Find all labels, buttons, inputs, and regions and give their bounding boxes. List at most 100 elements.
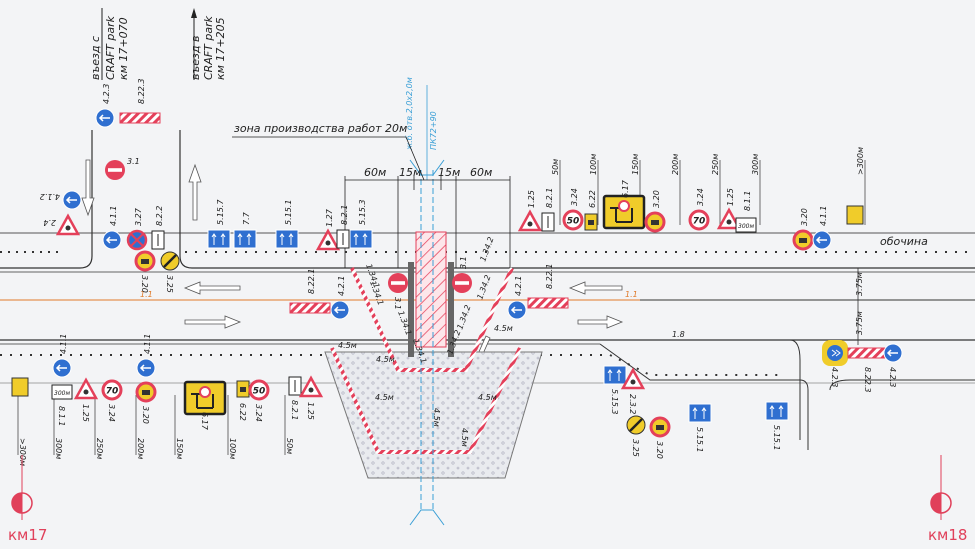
work-zone [324, 85, 543, 526]
entry-label-line2: CRAFT park [202, 15, 215, 80]
detour-scheme-sign-icon [183, 380, 227, 416]
offset-label: 4.5м [375, 393, 394, 402]
sign-code-label: 7.7 [242, 211, 251, 225]
distance-label: 200м [671, 154, 680, 175]
no-parking-sign-icon [126, 229, 148, 251]
km17-label: км17 [8, 526, 47, 544]
blue-lane-sign-icon [207, 229, 231, 249]
no-stopping-sign-icon [644, 211, 666, 233]
work-zone-leader [232, 136, 425, 181]
road-sign: 5.15.1 [275, 200, 299, 249]
speed-limit-sign-icon [562, 209, 584, 231]
road-sign: 4.1.1 [102, 206, 122, 250]
km18-marker: км18 [928, 455, 967, 544]
arrow-left-icon [568, 281, 623, 295]
sign-code-label: 5.15.3 [358, 200, 367, 225]
sign-code-label: 3.20 [800, 208, 809, 226]
sign-code-label: 1.25 [306, 402, 315, 420]
sign-code-label: 5.15.1 [772, 425, 781, 450]
sign-code-label: 3.25 [165, 275, 174, 293]
sign-code-label: 3.20 [141, 406, 150, 424]
offset-label: 4.5м [478, 393, 497, 402]
sign-code-label: 3.1 [127, 157, 140, 166]
distance-label: 100м [228, 438, 237, 459]
sign-code-label: 4.2.3 [888, 367, 897, 387]
sign-code-label: 4.2.3 [102, 84, 111, 104]
road-sign: 5.15.3 [603, 365, 627, 414]
sign-code-label: 8.22.3 [863, 367, 872, 392]
distance-label: 200м [136, 438, 145, 459]
sign-code-label: 4.1.1 [109, 206, 118, 226]
road-sign: 8.2.1 [288, 376, 302, 420]
road-sign: 4.2.3 [883, 343, 903, 387]
sign-code-label: 1.25 [527, 190, 536, 208]
warning-triangle-sign-icon [716, 207, 742, 230]
sign-code-label: 6.17 [200, 412, 209, 431]
sign-code-label: 8.22.1 [307, 269, 316, 294]
offset-label: 4.5м [460, 428, 469, 447]
road-sign: 1.27 [315, 208, 341, 251]
distance-label: >300м [856, 147, 865, 175]
arrow-right-icon [577, 315, 624, 329]
blue-lane-sign-icon [765, 401, 789, 421]
work-zone-title: зона производства работ 20м [234, 122, 407, 135]
entry-label-line3: км 17+205 [214, 17, 227, 80]
dimension-line: 60м 15м 15м 60м [344, 166, 511, 268]
sign-code-label: 3.24 [570, 188, 579, 206]
cone-label: 1.34.2 [455, 304, 472, 331]
info-plate-icon [288, 376, 302, 396]
speed-value: 70 [106, 387, 119, 397]
picket-label: ПК72+90 [429, 111, 438, 150]
road-sign: 3.20 [134, 250, 156, 293]
road-sign: 8.2.1 [541, 188, 555, 232]
speed-limit-sign-icon [101, 379, 123, 401]
sign-code-label: 8.1.1 [743, 191, 752, 211]
sign-code-label: 8.2.2 [155, 206, 164, 226]
exit-craft-park-label: въезд с CRAFT park км 17+070 [89, 8, 130, 80]
blue-direction-sign-icon [62, 190, 82, 210]
shoulder-label: обочина [880, 235, 928, 248]
marking-label-edge: 1.8 [672, 330, 685, 339]
road-sign: 3.20 [792, 208, 814, 251]
end-restriction-sign-icon [160, 251, 180, 271]
blue-direction-sign-icon [883, 343, 903, 363]
sign-code-label: 4.1.1 [819, 206, 828, 226]
warning-triangle-sign-icon [620, 367, 646, 390]
warning-triangle-sign-icon [55, 213, 81, 236]
blue-lane-sign-icon [233, 229, 257, 249]
cone-label: 1.34.2 [478, 236, 495, 263]
blue-direction-sign-icon [507, 300, 527, 320]
distance-label: 50м [285, 438, 294, 454]
road-sign: 8.2.1 [336, 205, 350, 249]
culvert-label: ж.б. отв.2,0х2,0м [405, 77, 414, 151]
road-sign: 4.2.3 [822, 340, 848, 387]
plate-distance: 300м [738, 223, 754, 230]
road-sign: 3.1 [388, 273, 408, 310]
arrow-up-icon [188, 163, 202, 221]
sign-code-label: 3.24 [107, 404, 116, 422]
warning-triangle-sign-icon [298, 375, 324, 398]
offset-label: 4.5м [376, 355, 395, 364]
blue-lane-sign-icon [688, 403, 712, 423]
yellow-plate-icon [236, 380, 250, 398]
road-sign: 2.4 [43, 213, 81, 236]
end-restriction-sign-icon [626, 415, 646, 435]
sign-code-label: 2.3.2 [628, 394, 637, 414]
sign-code-label: 4.2.1 [514, 276, 523, 296]
road-sign: 6.22 [584, 190, 598, 231]
cone-label: 1.34.2 [475, 274, 492, 301]
sign-code-label: 4.1.2 [40, 192, 60, 201]
sign-code-label: 5.15.1 [284, 200, 293, 225]
distance-label: >300м [18, 438, 27, 466]
sign-code-label: 3.24 [254, 404, 263, 422]
sign-code-label: 8.1.1 [57, 406, 66, 426]
blue-direction-sign-icon [95, 108, 115, 128]
road-sign: 3.1 [105, 157, 140, 180]
road-sign: 3.25 [626, 415, 646, 457]
info-plate-icon [336, 229, 350, 249]
distance-label: 250м [711, 154, 720, 175]
road-sign: 3.20 [649, 416, 671, 459]
